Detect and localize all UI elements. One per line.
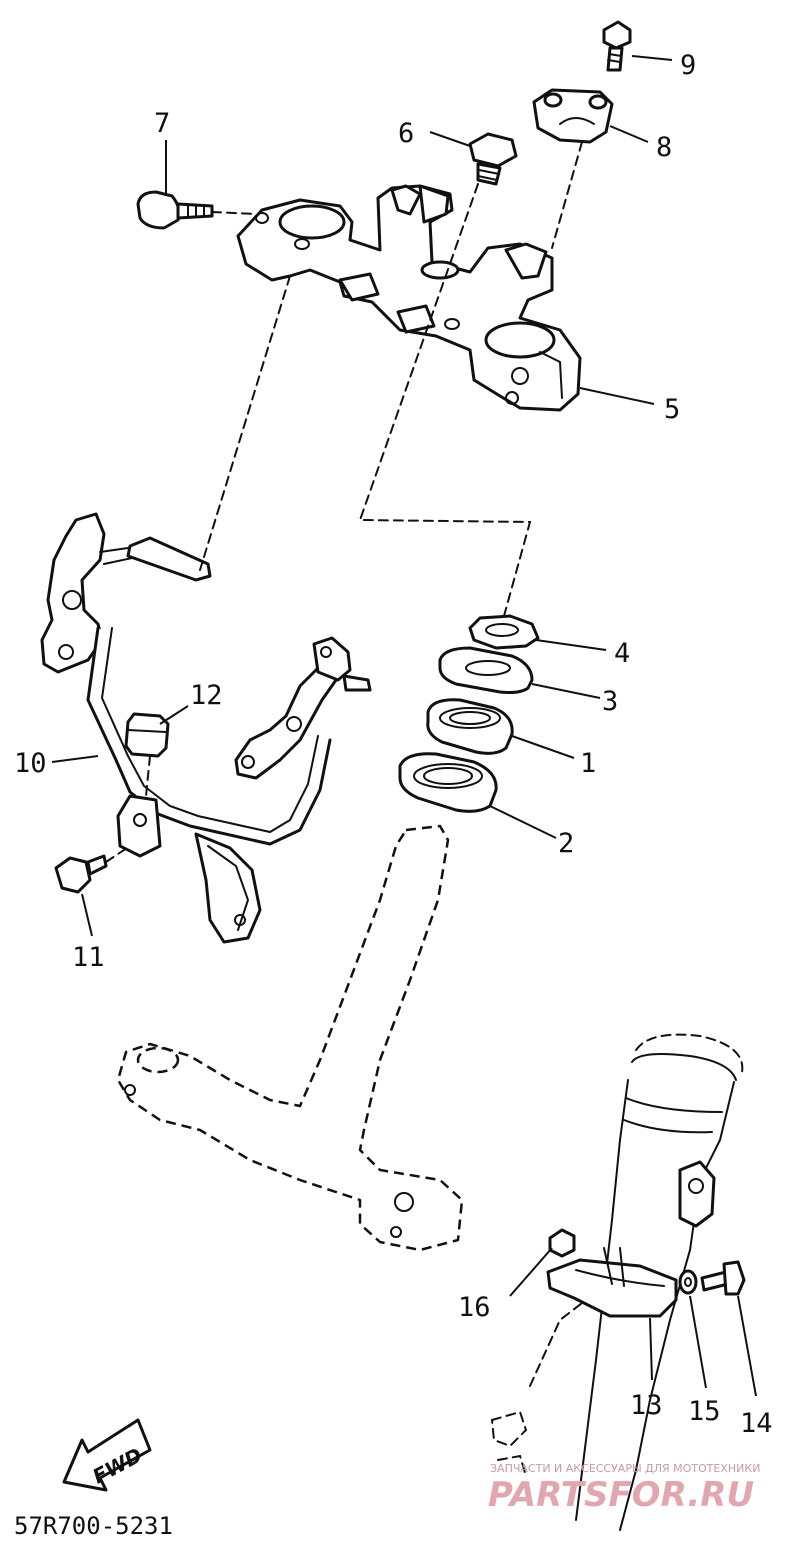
part-5-upper-bracket xyxy=(236,184,582,412)
callout-6: 6 xyxy=(398,118,414,149)
drawing-code: 57R700-5231 xyxy=(14,1512,173,1540)
callout-2: 2 xyxy=(558,828,574,859)
part-1-bearing xyxy=(426,698,514,755)
part-11-bolt xyxy=(54,854,108,894)
callout-9: 9 xyxy=(680,50,696,81)
callout-5: 5 xyxy=(664,394,680,425)
part-13-cable-guide xyxy=(546,1247,678,1318)
watermark-brand: PARTSFOR.RU xyxy=(488,1475,754,1515)
part-14-bolt xyxy=(700,1260,746,1296)
callout-14: 14 xyxy=(740,1408,773,1439)
callout-10: 10 xyxy=(14,748,47,779)
callout-3: 3 xyxy=(602,686,618,717)
callouts: 9 8 6 7 5 4 3 1 2 10 12 11 16 13 15 14 xyxy=(14,50,773,1439)
assembly-lines xyxy=(105,141,583,863)
callout-4: 4 xyxy=(614,638,630,669)
part-16-nut xyxy=(548,1228,576,1258)
callout-11: 11 xyxy=(72,942,105,973)
part-3-washer xyxy=(438,646,534,694)
callout-12: 12 xyxy=(190,680,223,711)
callout-8: 8 xyxy=(656,132,672,163)
callout-15: 15 xyxy=(688,1396,721,1427)
watermark-tagline: ЗАПЧАСТИ И АКСЕССУАРЫ ДЛЯ МОТОТЕХНИКИ xyxy=(490,1462,760,1475)
part-7-bolt xyxy=(136,190,214,230)
part-4-ring-nut xyxy=(468,614,540,650)
part-12-damper xyxy=(124,712,170,758)
watermark: ЗАПЧАСТИ И АКСЕССУАРЫ ДЛЯ МОТОТЕХНИКИ PA… xyxy=(488,1462,760,1515)
steering-stem-phantom xyxy=(116,824,464,1252)
fwd-arrow: FWD xyxy=(62,1418,152,1492)
part-10-bracket xyxy=(40,512,372,944)
part-2-bearing-race xyxy=(398,752,498,813)
callout-13: 13 xyxy=(630,1390,663,1421)
part-6-center-bolt xyxy=(468,132,518,186)
part-8-upper-clamp xyxy=(532,88,614,144)
callout-1: 1 xyxy=(580,748,596,779)
leader-lines xyxy=(51,55,757,1397)
callout-16: 16 xyxy=(458,1292,491,1323)
part-15-washer xyxy=(678,1269,698,1295)
callout-7: 7 xyxy=(154,108,170,139)
part-9-bolt xyxy=(602,20,632,72)
